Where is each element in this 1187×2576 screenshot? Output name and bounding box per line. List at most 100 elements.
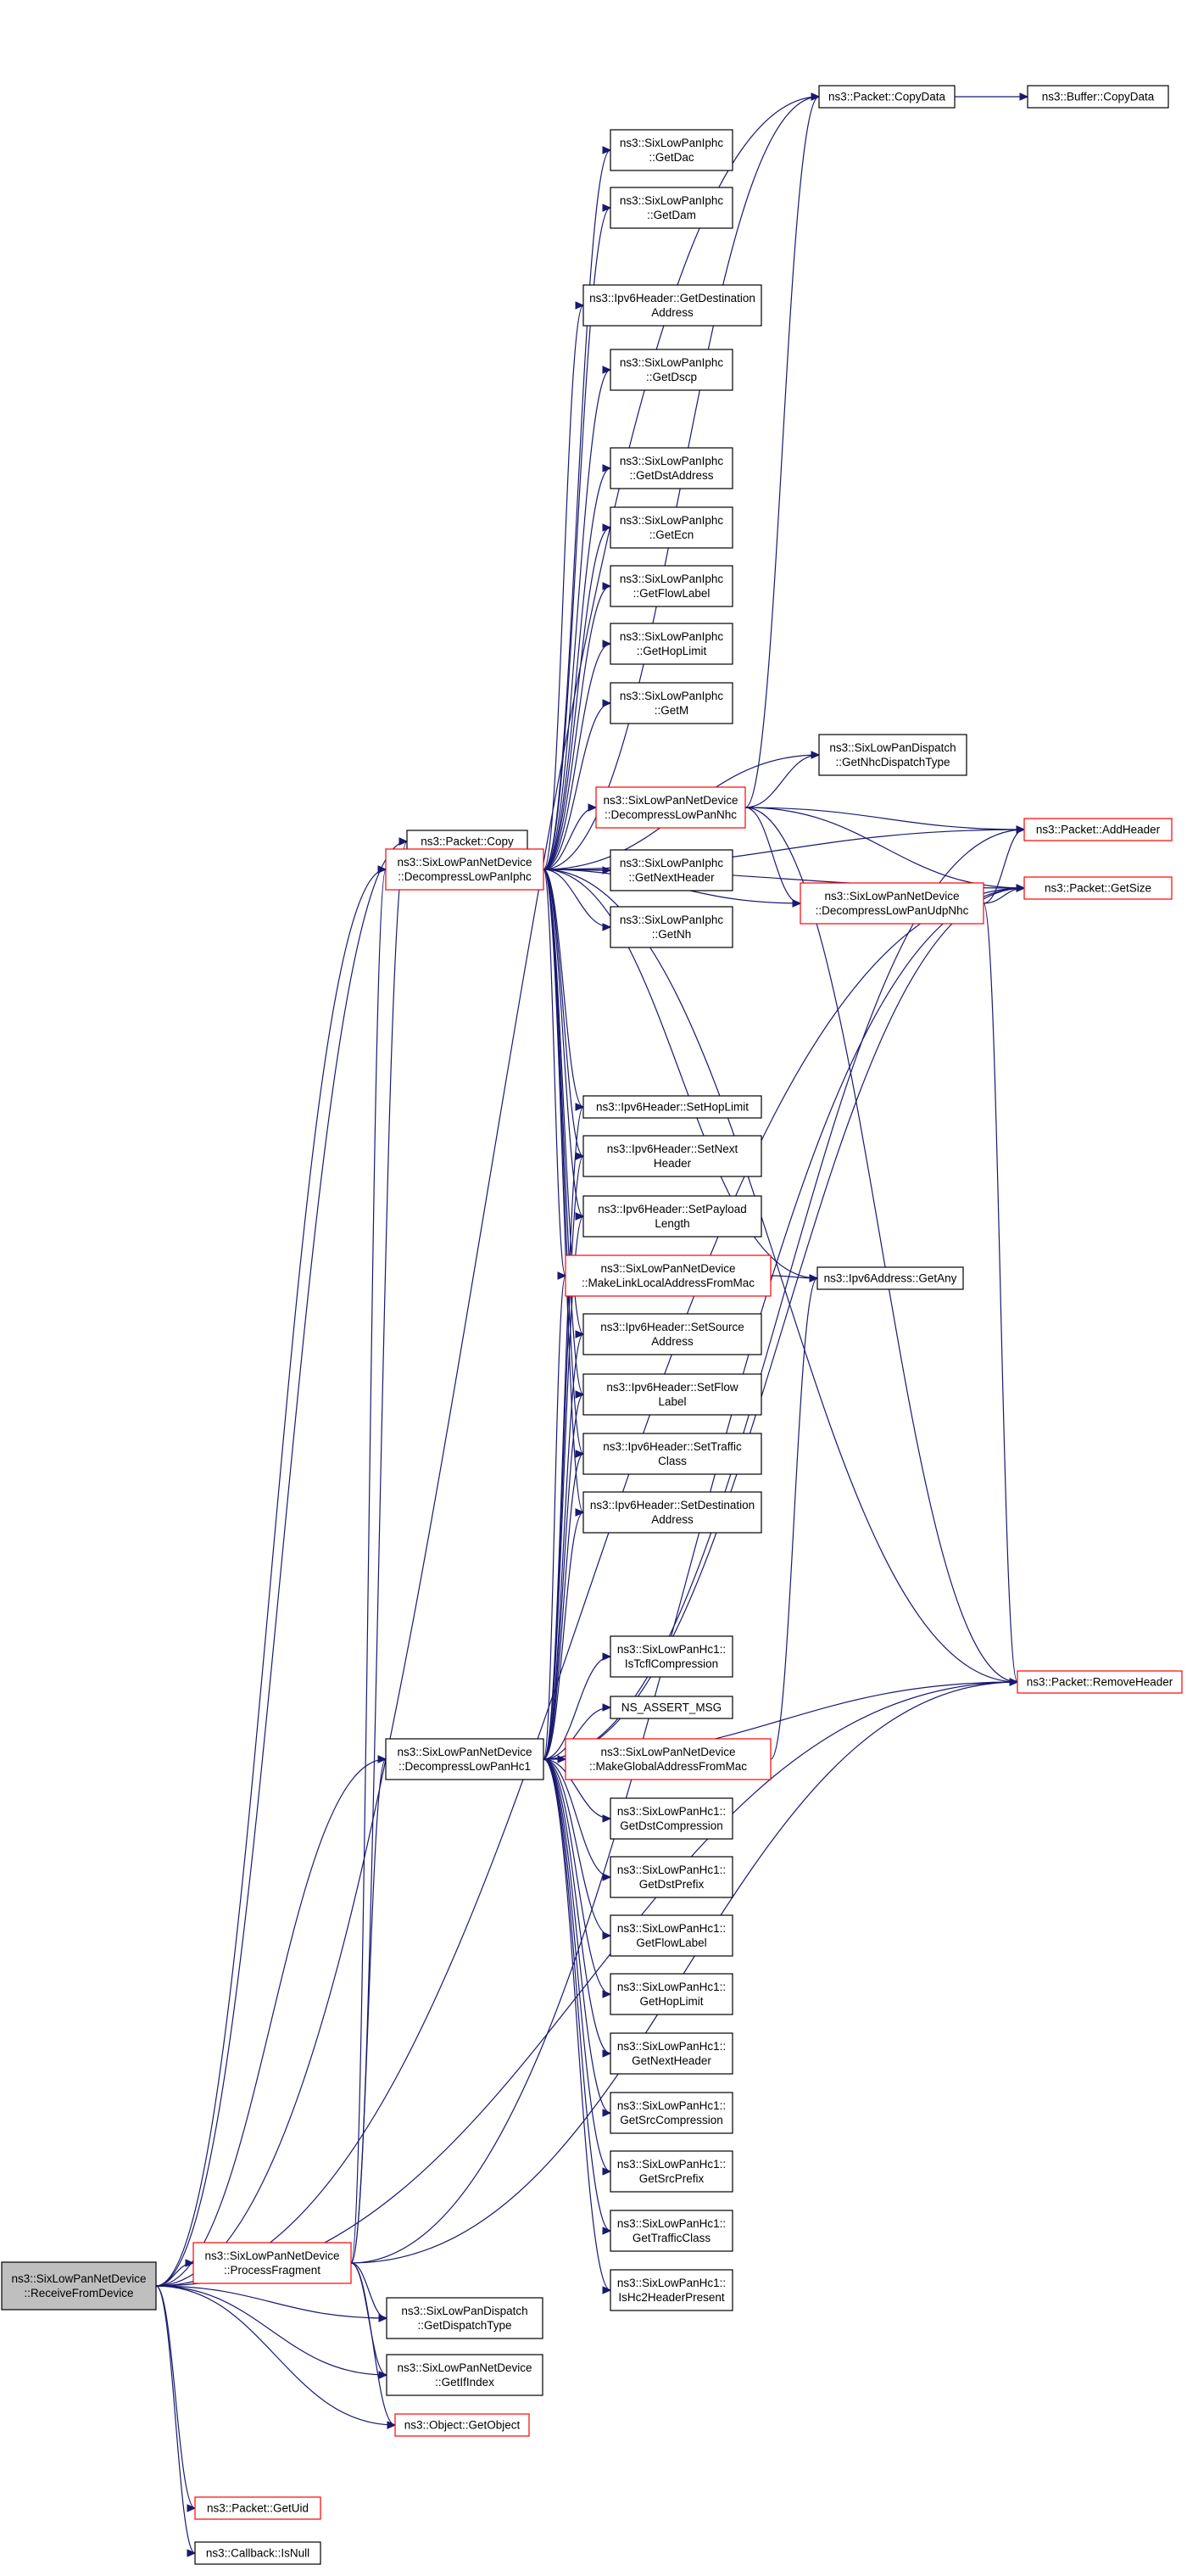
node-label: ns3::SixLowPanIphc (620, 914, 724, 926)
node-getsize[interactable]: ns3::Packet::GetSize (1023, 876, 1173, 900)
edge-processfrag-to-decompiphc (350, 869, 387, 2264)
arrowhead (575, 1212, 585, 1221)
node-getm[interactable]: ns3::SixLowPanIphc::GetM (610, 682, 733, 724)
node-buf_copydata[interactable]: ns3::Buffer::CopyData (1027, 85, 1169, 109)
node-hc1_getsrccomp[interactable]: ns3::SixLowPanHc1::GetSrcCompression (610, 2092, 733, 2134)
node-label: ns3::SixLowPanHc1:: (617, 1864, 726, 1876)
node-decompudpnhc[interactable]: ns3::SixLowPanNetDevice::DecompressLowPa… (800, 882, 984, 925)
node-label: ::GetNhcDispatchType (835, 756, 950, 768)
node-label: Header (654, 1157, 692, 1170)
node-hc1_getflowlabel[interactable]: ns3::SixLowPanHc1::GetFlowLabel (610, 1914, 733, 1957)
node-label: ::DecompressLowPanHc1 (398, 1760, 531, 1773)
node-getdac[interactable]: ns3::SixLowPanIphc::GetDac (610, 129, 733, 171)
node-getifindex[interactable]: ns3::SixLowPanNetDevice::GetIfIndex (386, 2354, 543, 2396)
node-hc1_gethoplimit[interactable]: ns3::SixLowPanHc1::GetHopLimit (610, 1973, 733, 2015)
arrowhead (187, 2504, 197, 2512)
node-makeglobal[interactable]: ns3::SixLowPanNetDevice::MakeGlobalAddre… (565, 1738, 772, 1780)
node-decomphc1[interactable]: ns3::SixLowPanNetDevice::DecompressLowPa… (385, 1738, 544, 1780)
node-root[interactable]: ns3::SixLowPanNetDevice::ReceiveFromDevi… (1, 2261, 157, 2311)
node-box (610, 1635, 733, 1678)
node-getnextheader[interactable]: ns3::SixLowPanIphc::GetNextHeader (610, 849, 733, 891)
edge-decompiphc-to-getdscp (543, 369, 611, 870)
edge-decompnhc-to-copydata (744, 96, 820, 808)
edge-decompnhc-to-addheader (744, 807, 1025, 830)
node-getdispatch[interactable]: ns3::SixLowPanDispatch::GetDispatchType (386, 2297, 543, 2339)
node-label: ns3::Ipv6Address::GetAny (824, 1272, 957, 1285)
arrowhead (575, 301, 585, 310)
node-box (816, 1266, 964, 1290)
node-copydata[interactable]: ns3::Packet::CopyData (818, 85, 956, 109)
node-decompnhc[interactable]: ns3::SixLowPanNetDevice::DecompressLowPa… (595, 786, 746, 829)
node-box (582, 1135, 762, 1177)
node-getdam[interactable]: ns3::SixLowPanIphc::GetDam (610, 187, 733, 229)
node-label: ns3::SixLowPanHc1:: (617, 2158, 726, 2171)
node-addheader[interactable]: ns3::Packet::AddHeader (1023, 818, 1173, 841)
edge-decompnhc-to-removeheader (744, 807, 1018, 1683)
node-sethoplimit[interactable]: ns3::Ipv6Header::SetHopLimit (582, 1095, 762, 1119)
node-label: ns3::Callback::IsNull (206, 2547, 309, 2560)
edge-decomphc1-to-hc1_gettraffic (543, 1758, 611, 2232)
node-getobject[interactable]: ns3::Object::GetObject (394, 2413, 530, 2437)
node-label: ::DecompressLowPanNhc (605, 808, 737, 821)
node-hc1_getsrcprefix[interactable]: ns3::SixLowPanHc1::GetSrcPrefix (610, 2150, 733, 2193)
node-isnull[interactable]: ns3::Callback::IsNull (194, 2541, 321, 2565)
node-box (610, 906, 733, 948)
node-getnh[interactable]: ns3::SixLowPanIphc::GetNh (610, 906, 733, 948)
node-hc1_getdstprefix[interactable]: ns3::SixLowPanHc1::GetDstPrefix (610, 1856, 733, 1898)
edge-decompnhc-to-getnhcdispatch (744, 754, 820, 808)
node-box (610, 623, 733, 665)
node-getnhcdispatch[interactable]: ns3::SixLowPanDispatch::GetNhcDispatchTy… (818, 734, 967, 776)
edge-decompiphc-to-getnh (543, 869, 611, 928)
arrowhead (575, 1330, 585, 1338)
node-hc1_gettraffic[interactable]: ns3::SixLowPanHc1::GetTrafficClass (610, 2210, 733, 2252)
node-label: ns3::SixLowPanIphc (620, 690, 724, 702)
node-label: NS_ASSERT_MSG (621, 1702, 722, 1714)
node-label: ::ReceiveFromDevice (24, 2287, 133, 2299)
node-label: ns3::SixLowPanNetDevice (397, 1746, 532, 1758)
node-removeheader[interactable]: ns3::Packet::RemoveHeader (1017, 1670, 1183, 1694)
node-label: ::GetFlowLabel (633, 587, 711, 600)
edge-decompiphc-to-sethoplimit (543, 869, 584, 1108)
node-label: ns3::SixLowPanHc1:: (617, 1643, 726, 1656)
arrowhead (602, 2227, 612, 2235)
node-label: ns3::Ipv6Header::SetTraffic (603, 1440, 742, 1453)
node-label: ns3::SixLowPanNetDevice (600, 1746, 735, 1758)
arrowhead (602, 204, 612, 212)
node-nsassert[interactable]: NS_ASSERT_MSG (610, 1696, 733, 1719)
node-getdstaddr[interactable]: ns3::SixLowPanIphc::GetDstAddress (610, 447, 733, 489)
node-label: ns3::SixLowPanIphc (620, 514, 724, 527)
node-gethoplimit[interactable]: ns3::SixLowPanIphc::GetHopLimit (610, 623, 733, 665)
node-getflowlabel[interactable]: ns3::SixLowPanIphc::GetFlowLabel (610, 565, 733, 607)
node-box (582, 284, 762, 327)
arrowhead (811, 751, 821, 759)
node-processfrag[interactable]: ns3::SixLowPanNetDevice::ProcessFragment (192, 2242, 352, 2284)
node-getuid[interactable]: ns3::Packet::GetUid (194, 2496, 321, 2520)
arrowhead (602, 2286, 612, 2294)
node-decompiphc[interactable]: ns3::SixLowPanNetDevice::DecompressLowPa… (385, 848, 544, 891)
node-label: GetHopLimit (639, 1995, 703, 2008)
edge-decomphc1-to-hc1_getnextheader (543, 1758, 611, 2054)
node-box (610, 1973, 733, 2015)
node-label: ::GetIfIndex (435, 2376, 494, 2389)
node-label: ns3::SixLowPanHc1:: (617, 1981, 726, 1993)
node-makelinklocal[interactable]: ns3::SixLowPanNetDevice::MakeLinkLocalAd… (565, 1254, 772, 1297)
node-istcfl[interactable]: ns3::SixLowPanHc1::IsTcflCompression (610, 1635, 733, 1678)
edge-root-to-getsize (155, 887, 1025, 2287)
node-getecn[interactable]: ns3::SixLowPanIphc::GetEcn (610, 506, 733, 549)
node-getany[interactable]: ns3::Ipv6Address::GetAny (816, 1266, 964, 1290)
node-box (610, 2150, 733, 2193)
nodes-layer: ns3::SixLowPanNetDevice::ReceiveFromDevi… (1, 85, 1183, 2565)
node-hc1_getnextheader[interactable]: ns3::SixLowPanHc1::GetNextHeader (610, 2032, 733, 2075)
node-hc1_getdstcomp[interactable]: ns3::SixLowPanHc1::GetDstCompression (610, 1797, 733, 1840)
node-label: ns3::SixLowPanIphc (620, 573, 724, 585)
node-hc1_ishc2[interactable]: ns3::SixLowPanHc1::IsHc2HeaderPresent (610, 2269, 733, 2311)
node-getdscp[interactable]: ns3::SixLowPanIphc::GetDscp (610, 349, 733, 391)
